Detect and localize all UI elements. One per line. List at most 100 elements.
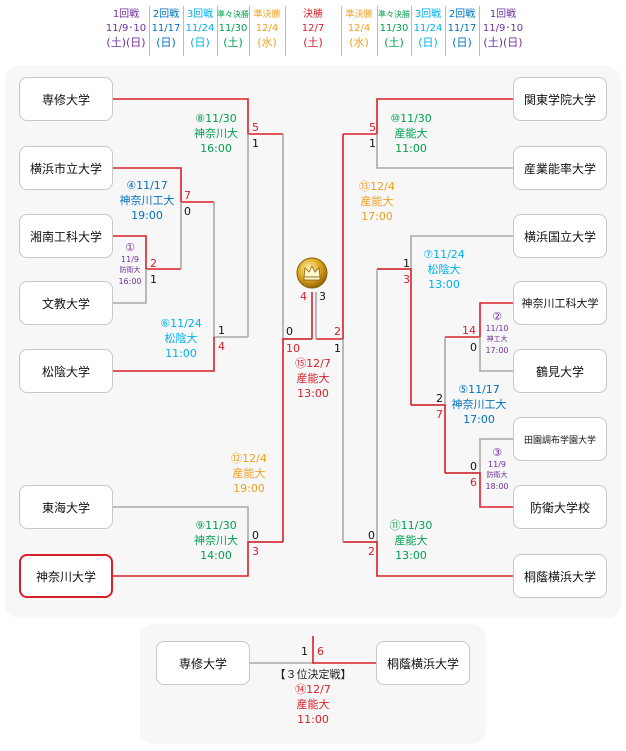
match-info-m11: ⑪11/30 産能大 13:00 [378,518,444,563]
match-info-m2: ② 11/10 神工大 17:00 [481,310,513,356]
match-venue: 産能大 [296,698,330,711]
line-m10-sanno [376,134,513,169]
round-name: 3回戦 [414,9,442,20]
round-header-col: 決勝 12/7 (土) [285,8,341,50]
score: 1 [301,645,308,658]
round-name: 準決勝 [345,10,373,20]
line-m13-m10 [316,134,344,340]
round-day: (水) [349,36,369,49]
match-venue: 防衛大 [119,266,141,274]
match-label: ⑮12/7 [295,357,331,370]
score: 4 [218,340,225,353]
match-label: ⑬12/4 [359,180,395,193]
score: 2 [368,545,375,558]
line-m1-shonan [113,235,181,270]
round-header-col: 準決勝 12/4 (水) [341,8,377,50]
match-label: ⑦11/24 [423,248,465,261]
match-info-m14: 【３位決定戦】 ⑭12/7 産能大 11:00 [263,667,363,727]
header-divider [183,6,184,56]
team-yokohama-kokuritsu: 横浜国立大学 [513,214,607,258]
round-date: 11/24 [413,23,443,34]
match-info-m8: ⑧11/30 神奈川大 16:00 [184,111,248,156]
round-header-col: 準々決勝 11/30 (土) [377,8,411,50]
match-date: 11/9 [121,255,139,264]
round-day: (土) [223,36,243,49]
match-label: ⑥11/24 [160,317,202,330]
match-label: ⑩11/30 [390,112,432,125]
line-m12-m9 [282,338,312,542]
round-name: 2回戦 [152,9,180,20]
line-m11-toin [343,541,513,577]
match-number: ① [125,241,135,254]
round-day: (土) [384,36,404,49]
line-m6-shoin [113,337,215,372]
team-boei: 防衛大学校 [513,485,607,529]
round-date: 12/7 [301,23,325,34]
header-divider [149,6,150,56]
round-date: 11/24 [185,23,215,34]
round-day: (土)(日) [483,36,523,49]
match-time: 17:00 [463,413,495,426]
match-time: 13:00 [428,278,460,291]
score: 1 [403,257,410,270]
match-info-m10: ⑩11/30 産能大 11:00 [378,111,444,156]
match-info-m7: ⑦11/24 松陰大 13:00 [412,247,476,292]
score: 3 [319,290,326,303]
score: 1 [218,324,225,337]
score: 5 [252,121,259,134]
match-label: ④11/17 [126,179,168,192]
round-name: 1回戦 [112,9,140,20]
line-m6-m4 [213,202,248,338]
header-divider [479,6,480,56]
line-m2-tsurumi [479,337,513,372]
match-venue: 神奈川大 [194,534,238,547]
line-m8-senshu [113,98,283,135]
round-date: 12/4 [255,23,279,34]
score: 1 [252,137,259,150]
match-time: 17:00 [485,346,509,355]
line-m4-yokohama [113,167,214,203]
match-venue: 防衛大 [486,471,508,479]
round-date: 11/30 [379,23,409,34]
round-name: 決勝 [303,9,323,20]
score: 0 [368,529,375,542]
match-time: 19:00 [131,209,163,222]
header-divider [377,6,378,56]
team-kanto-gakuin: 関東学院大学 [513,77,607,121]
match-venue: 神奈川大 [194,127,238,140]
round-header-col: 3回戦 11/24 (日) [183,8,217,50]
score: 0 [470,460,477,473]
round-header-col: 準々決勝 11/30 (土) [217,8,249,50]
round-date: 11/17 [447,23,477,34]
round-day: (土) [303,36,323,49]
score: 1 [369,137,376,150]
team-shonan-koka: 湘南工科大学 [19,214,113,258]
match-label: ⑧11/30 [195,112,237,125]
round-header-col: 3回戦 11/24 (日) [411,8,445,50]
match-time: 11:00 [165,347,197,360]
match-label: ⑤11/17 [458,383,500,396]
match-venue: 神工大 [486,335,508,343]
line-m1-bunkyo [113,269,147,304]
score: 3 [403,273,410,286]
round-name: 2回戦 [448,9,476,20]
round-day: (日) [452,36,472,49]
score: 6 [470,476,477,489]
match-time: 16:00 [200,142,232,155]
header-divider [341,6,342,56]
match-venue: 産能大 [394,534,428,547]
line-m5-m3 [411,404,446,473]
line-m9-kanagawa [113,541,283,577]
line-m11-m7 [343,269,378,543]
match-date: 11/9 [488,460,506,469]
match-info-m6: ⑥11/24 松陰大 11:00 [150,316,212,361]
match-time: 13:00 [395,549,427,562]
match-info-m13: ⑬12/4 産能大 17:00 [346,179,408,224]
score: 14 [462,324,476,337]
match-info-m9: ⑨11/30 神奈川大 14:00 [184,518,248,563]
line-m2-koka [445,302,513,338]
match-number: ③ [492,446,502,459]
score: 7 [436,408,443,421]
score: 0 [286,325,293,338]
